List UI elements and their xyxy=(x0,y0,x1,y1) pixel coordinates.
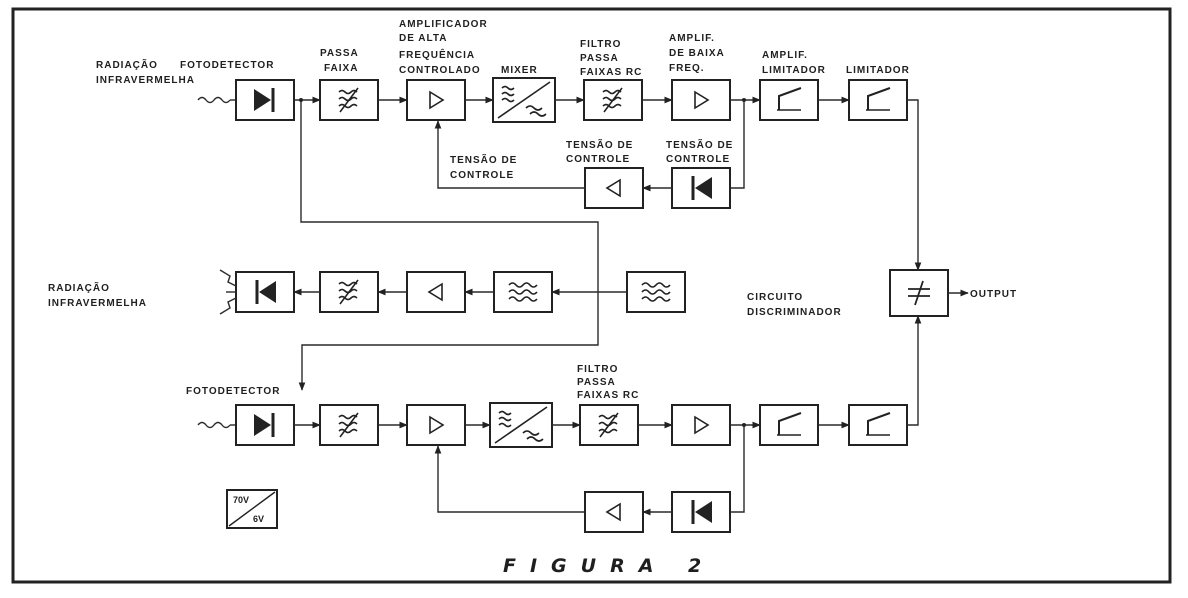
control-voltage-mid-1: TENSÃO DE xyxy=(566,138,633,151)
limiter-amplifier-block xyxy=(759,79,819,121)
control-voltage-right-1: TENSÃO DE xyxy=(666,138,733,151)
supply-bottom-label: 6V xyxy=(253,514,264,524)
not-equal-icon xyxy=(908,280,930,306)
middle-chain xyxy=(219,269,686,315)
bandpass-label-2: FAIXA xyxy=(324,63,358,74)
supply-box: 70V 6V xyxy=(226,489,278,529)
output-radiation-label-1: RADIAÇÃO xyxy=(48,281,110,294)
lf-amp-label-2: DE BAIXA xyxy=(669,48,725,59)
bottom-rc-filter-label-1: FILTRO xyxy=(577,364,618,375)
outer-frame xyxy=(11,7,1172,584)
control-voltage-mid-2: CONTROLE xyxy=(566,154,630,165)
discriminator xyxy=(889,269,969,317)
limiter-block xyxy=(848,79,908,121)
output-radiation-label-2: INFRAVERMELHA xyxy=(48,298,147,309)
output-label: OUTPUT xyxy=(970,289,1017,300)
control-amplifier-block xyxy=(584,167,644,209)
driver-amplifier-block xyxy=(406,271,466,313)
limiter-label: LIMITADOR xyxy=(846,65,910,76)
bottom-chain xyxy=(197,315,922,533)
lf-amp-label-3: FREQ. xyxy=(669,63,705,74)
bottom-photodetector-label: FOTODETECTOR xyxy=(186,386,280,397)
hf-amplifier-block xyxy=(406,404,466,446)
photodetector-block xyxy=(235,404,295,446)
hf-amp-label-4: CONTROLADO xyxy=(399,65,481,76)
rc-filter-label-1: FILTRO xyxy=(580,39,621,50)
rc-filter-label-3: FAIXAS RC xyxy=(580,67,642,78)
lim-amp-label-1: AMPLIF. xyxy=(762,50,808,61)
source-oscillator-block xyxy=(626,271,686,313)
ir-wave-icon xyxy=(197,96,231,104)
discriminator-label-1: CIRCUITO xyxy=(747,292,803,303)
limiter-block xyxy=(848,404,908,446)
lf-amplifier-block xyxy=(671,404,731,446)
top-photodetector-label: FOTODETECTOR xyxy=(180,60,274,71)
hf-amp-label-1: AMPLIFICADOR xyxy=(399,19,488,30)
control-voltage-right-2: CONTROLE xyxy=(666,154,730,165)
labels: RADIAÇÃO INFRAVERMELHA FOTODETECTOR PASS… xyxy=(48,19,1017,577)
control-voltage-left-1: TENSÃO DE xyxy=(450,153,517,166)
ir-emission-icon xyxy=(219,269,237,315)
hf-amp-label-3: FREQUÊNCIA xyxy=(399,48,475,61)
figure-title: FIGURA 2 xyxy=(503,555,715,577)
control-voltage-left-2: CONTROLE xyxy=(450,170,514,181)
top-input-label-2: INFRAVERMELHA xyxy=(96,75,195,86)
bottom-rc-filter-label-2: PASSA xyxy=(577,377,616,388)
top-input-label-1: RADIAÇÃO xyxy=(96,58,158,71)
supply-top-label: 70V xyxy=(233,495,249,505)
control-amplifier-block xyxy=(584,491,644,533)
hf-amp-label-2: DE ALTA xyxy=(399,33,447,44)
limiter-amplifier-block xyxy=(759,404,819,446)
lim-amp-label-2: LIMITADOR xyxy=(762,65,826,76)
ir-wave-icon xyxy=(197,421,231,429)
lf-amplifier-block xyxy=(671,79,731,121)
hf-amplifier-block xyxy=(406,79,466,121)
top-chain xyxy=(197,77,922,391)
discriminator-label-2: DISCRIMINADOR xyxy=(747,307,842,318)
rc-filter-label-2: PASSA xyxy=(580,53,619,64)
mixer-label: MIXER xyxy=(501,65,538,76)
bottom-rc-filter-label-3: FAIXAS RC xyxy=(577,390,639,401)
bandpass-label-1: PASSA xyxy=(320,48,359,59)
lf-amp-label-1: AMPLIF. xyxy=(669,33,715,44)
